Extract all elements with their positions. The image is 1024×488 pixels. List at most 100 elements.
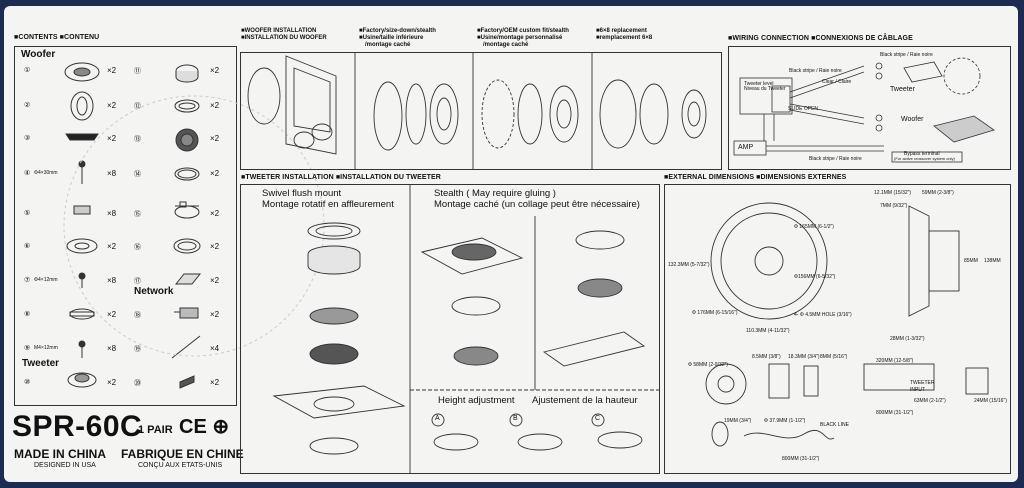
dim-165: Φ 165MM (6-1/2") — [794, 224, 834, 230]
part-number: ⑦ — [24, 277, 31, 284]
part-qty: ×2 — [107, 310, 117, 319]
part-number: ⑭ — [134, 171, 141, 178]
dim-19: 19MM (3/4") — [724, 418, 752, 424]
part-number: ⑬ — [134, 136, 141, 143]
wire-woofer-label: Woofer — [901, 116, 924, 123]
dim-18-3: 18.3MM (3/4") — [788, 354, 820, 360]
contents-header: ■CONTENTS ■CONTENU — [14, 34, 100, 41]
contents-box — [14, 46, 237, 406]
dim-59: 59MM (2-3/8") — [922, 190, 954, 196]
dim-132: 132.3MM (5-7/32") — [668, 262, 710, 268]
factory-size-header: ■Factory/size-down/stealth■Usine/taille … — [359, 28, 436, 48]
woofer-install-drawings — [247, 52, 707, 170]
height-en: Height adjustment — [438, 395, 515, 406]
tweeter-level: Tweeter level — [744, 81, 774, 87]
part-number: ⑪ — [134, 68, 141, 75]
dim-800: 800MM (31-1/2") — [782, 456, 820, 462]
part-qty: ×2 — [210, 169, 220, 178]
option-b: B — [513, 415, 518, 422]
dim-hole: 4- Φ 4.5MM HOLE (3/16") — [794, 312, 852, 318]
dim-176: Φ 176MM (6-15/16") — [692, 310, 738, 316]
bypass-label-fr: (For active crossover system only) — [894, 156, 955, 161]
dim-28: 28MM (1-3/32") — [890, 336, 925, 342]
option-c: C — [595, 415, 601, 422]
part-qty: ×4 — [210, 344, 220, 353]
swivel-en: Swivel flush mount — [262, 188, 342, 199]
wiring-diagram — [733, 57, 995, 163]
manual-sheet: ■CONTENTS ■CONTENU Woofer Network Tweete… — [4, 6, 1018, 482]
dimensions-box — [664, 184, 1011, 474]
part-number: ⑥ — [24, 243, 31, 250]
part-qty: ×8 — [107, 209, 117, 218]
network-label: Network — [134, 286, 174, 297]
model-name: SPR-60C — [12, 410, 143, 443]
swivel-fr: Montage rotatif en affleurement — [262, 199, 394, 210]
bypass-label: Bypass terminal — [904, 151, 940, 157]
dim-156: Φ156MM (6-5/32") — [794, 274, 836, 280]
part-qty: ×2 — [107, 242, 117, 251]
pair-label: 1 PAIR — [138, 424, 173, 436]
part-note: M4×12mm — [34, 345, 58, 351]
wire-black-bottom: Black stripe / Raie noire — [809, 156, 862, 162]
wire-clear: Clear / Claire — [822, 79, 852, 85]
dim-24: 24MM (15/16") — [974, 398, 1007, 404]
designed-fr: CONÇU AUX ETATS-UNIS — [138, 462, 223, 469]
tweeter-level-fr: Niveau du Tweeter — [744, 86, 786, 92]
wire-tweeter-label: Tweeter — [890, 86, 915, 93]
part-qty: ×2 — [107, 134, 117, 143]
part-qty: ×2 — [107, 378, 117, 387]
dim-8-5: 8.5MM (3/8") — [752, 354, 781, 360]
woofer-label: Woofer — [21, 49, 56, 60]
illustrations — [63, 62, 325, 389]
dim-320: 320MM (12-5/8") — [876, 358, 914, 364]
tweeter-tag: TWEETER — [910, 380, 935, 386]
part-qty: ×2 — [210, 101, 220, 110]
part-number: ⑫ — [134, 103, 141, 110]
made-in-en: MADE IN CHINA — [14, 447, 106, 461]
woofer-install-box — [240, 52, 722, 170]
part-qty: ×2 — [107, 66, 117, 75]
wire-black-top: Black stripe / Raie noire — [880, 52, 933, 58]
part-number: ④ — [24, 170, 31, 177]
option-a: A — [435, 415, 440, 422]
part-number: ⑲ — [134, 346, 141, 353]
tweeter-drawings — [272, 184, 660, 474]
dim-37-9: Φ 37.9MM (1-1/2") — [764, 418, 806, 424]
black-line: BLACK LINE — [820, 422, 849, 428]
part-number: ⑤ — [24, 210, 31, 217]
dim-63: 63MM (2-1/2") — [914, 398, 946, 404]
part-qty: ×2 — [210, 276, 220, 285]
tweeter-install-box — [240, 184, 660, 474]
dim-138: 138MM — [984, 258, 1001, 264]
factory-oem-header: ■Factory/OEM custom fit/stealth■Usine/mo… — [477, 28, 569, 48]
woofer-install-header: ■WOOFER INSTALLATION■INSTALLATION DU WOO… — [241, 28, 327, 41]
part-qty: ×2 — [210, 66, 220, 75]
input-tag: INPUT — [910, 387, 925, 393]
part-number: ⑰ — [134, 278, 141, 285]
part-number: ⑮ — [134, 211, 141, 218]
height-fr: Ajustement de la hauteur — [532, 395, 638, 406]
dim-8: 8MM (5/16") — [820, 354, 848, 360]
part-qty: ×2 — [210, 378, 220, 387]
part-qty: ×8 — [107, 169, 117, 178]
tweeter-label: Tweeter — [22, 358, 60, 369]
stealth-fr: Montage caché (un collage peut être néce… — [434, 199, 640, 210]
stealth-en: Stealth ( May require gluing ) — [434, 188, 556, 199]
dim-110: 110.3MM (4-11/32") — [746, 328, 790, 334]
wiring-box — [728, 46, 1011, 170]
dim-58: Φ 58MM (2-9/32") — [688, 362, 728, 368]
part-number: ② — [24, 102, 31, 109]
slide-open: SLIDE OPEN — [788, 106, 819, 112]
dim-85: 85MM — [964, 258, 978, 264]
wire-black-mid: Black stripe / Raie noire — [789, 68, 842, 74]
tweeter-install-header: ■TWEETER INSTALLATION ■INSTALLATION DU T… — [241, 174, 441, 181]
made-in-fr: FABRIQUE EN CHINE — [121, 447, 244, 461]
dimension-drawings — [705, 202, 989, 447]
part-number: ① — [24, 67, 31, 74]
part-qty: ×2 — [210, 134, 220, 143]
amp-label: AMP — [738, 144, 754, 151]
part-number: ⑩ — [24, 379, 31, 386]
dimensions-header: ■EXTERNAL DIMENSIONS ■DIMENSIONS EXTERNE… — [664, 174, 847, 181]
replacement-header: ■6×8 replacement■remplacement 6×8 — [596, 28, 653, 41]
part-qty: ×8 — [107, 276, 117, 285]
